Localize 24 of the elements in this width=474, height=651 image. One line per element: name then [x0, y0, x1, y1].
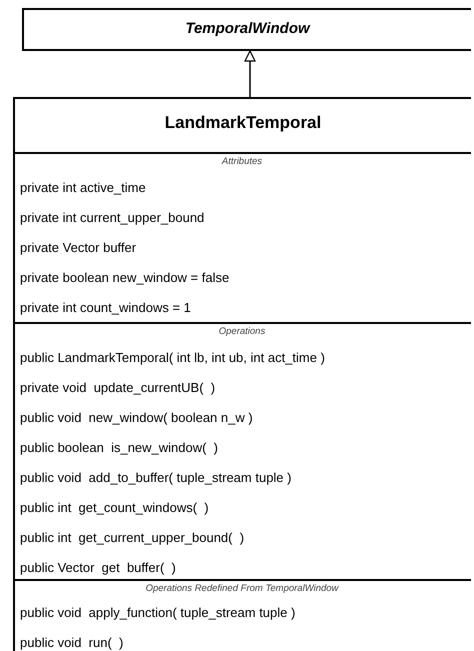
class-name: LandmarkTemporal	[164, 113, 322, 133]
compartment-heading: Operations	[218, 326, 266, 337]
attribute-text: private Vector buffer	[20, 240, 136, 255]
attribute-text: private int current_upper_bound	[20, 210, 204, 225]
operation-text: public void apply_function( tuple_stream tuple )	[20, 605, 296, 620]
attribute-text: private boolean new_window = false	[20, 270, 230, 285]
class-box	[22, 8, 471, 51]
class-compartment	[13, 579, 471, 651]
operation-text: public LandmarkTemporal( int lb, int ub, int act_time )	[20, 350, 325, 365]
operation-text: public int get_current_upper_bound( )	[20, 530, 244, 545]
attribute-text: private int active_time	[20, 180, 146, 195]
attribute-text: private int count_windows = 1	[20, 300, 191, 315]
class-name: TemporalWindow	[184, 20, 312, 37]
class-box	[13, 97, 471, 651]
operation-text: public boolean is_new_window( )	[20, 440, 218, 455]
operation-text: public void new_window( boolean n_w )	[20, 410, 253, 425]
compartment-heading: Attributes	[220, 156, 264, 167]
operation-text: public int get_count_windows( )	[20, 500, 209, 515]
operation-text: public void add_to_buffer( tuple_stream tuple )	[20, 470, 292, 485]
generalization-arrow	[244, 50, 256, 97]
compartment-heading: Operations Redefined From TemporalWindow	[144, 583, 340, 594]
operation-text: public Vector get buffer( )	[20, 560, 176, 575]
operation-text: private void update_currentUB( )	[20, 380, 216, 395]
operation-text: public void run( )	[20, 635, 124, 650]
